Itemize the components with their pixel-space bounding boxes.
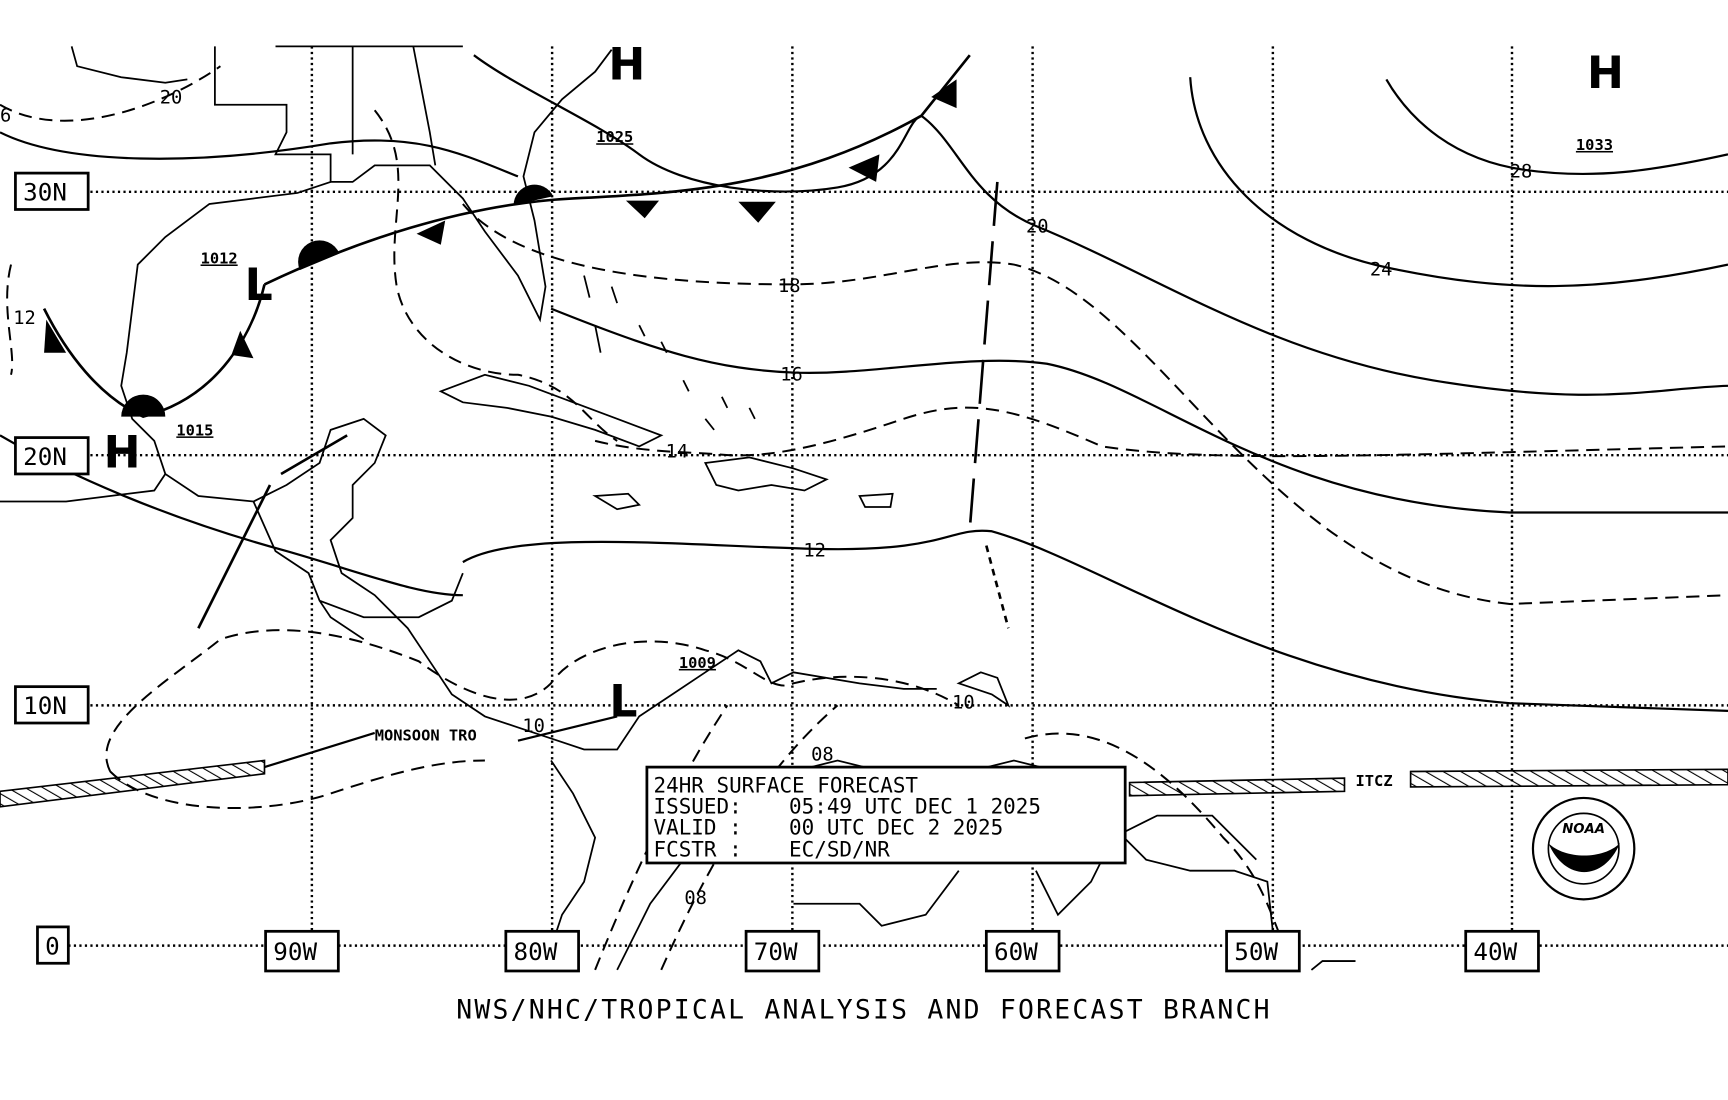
svg-text:NOAA: NOAA (1562, 822, 1605, 837)
low-center-symbol: L (609, 676, 637, 727)
isobar-label: 6 (0, 105, 11, 126)
forecast-info-box: 24HR SURFACE FORECAST ISSUED: 05:49 UTC … (645, 765, 1127, 865)
lon-label-70w: 70W (754, 937, 798, 966)
forecaster-label: FCSTR : (654, 837, 742, 861)
itcz-label: ITCZ (1356, 772, 1393, 790)
lon-label-80w: 80W (514, 937, 558, 966)
forecaster: EC/SD/NR (789, 837, 890, 861)
latitude-labels: 30N 20N 10N 0 (14, 171, 90, 965)
lon-label-40w: 40W (1473, 937, 1517, 966)
product-title: 24HR SURFACE FORECAST (654, 773, 919, 797)
high-center-symbol: H (104, 427, 141, 478)
valid-label: VALID : (654, 815, 742, 839)
isobar-label: 24 (1370, 260, 1393, 281)
isobar-label: 10 (522, 716, 545, 737)
issued-time: 05:49 UTC DEC 1 2025 (789, 794, 1041, 818)
longitude-labels: 90W 80W 70W 60W 50W 40W (264, 929, 1540, 973)
coastlines (0, 45, 1356, 971)
monsoon-trough-label: MONSOON TRO (375, 727, 477, 745)
isobar-label: 08 (684, 888, 707, 909)
high-center-symbol: H (1587, 48, 1624, 99)
fronts (42, 54, 1010, 629)
isobar-label: 16 (780, 364, 803, 385)
isobar-label: 20 (160, 88, 183, 109)
footer-credit: NWS/NHC/TROPICAL ANALYSIS AND FORECAST B… (456, 994, 1271, 1025)
pressure-centers: H 1015 L 1012 H 1025 H 1033 L 1009 (104, 39, 1624, 727)
lon-label-60w: 60W (994, 937, 1038, 966)
isobar-label: 20 (1026, 217, 1049, 238)
lat-label-0: 0 (45, 931, 60, 960)
itcz-bands: MONSOON TRO ITCZ (0, 715, 1728, 808)
lat-label-30n: 30N (23, 178, 67, 207)
lon-label-50w: 50W (1234, 937, 1278, 966)
isobar-labels: 20 6 12 18 16 14 12 10 10 08 08 20 24 28 (0, 88, 1532, 909)
valid-time: 00 UTC DEC 2 2025 (789, 815, 1003, 839)
isobar-label: 28 (1510, 162, 1533, 183)
pressure-value: 1012 (201, 249, 238, 267)
issued-label: ISSUED: (654, 794, 742, 818)
noaa-logo: NOAA (1531, 796, 1636, 901)
isobar-label: 12 (803, 541, 826, 562)
lat-label-10n: 10N (23, 691, 67, 720)
lon-label-90w: 90W (273, 937, 317, 966)
pressure-value: 1009 (679, 654, 716, 672)
isobar-label: 14 (666, 441, 689, 462)
isobar-label: 12 (13, 308, 36, 329)
high-center-symbol: H (608, 39, 645, 90)
isobar-label: 08 (811, 744, 834, 765)
pressure-value: 1033 (1576, 136, 1613, 154)
isobar-label: 10 (952, 693, 975, 714)
low-center-symbol: L (245, 260, 273, 311)
pressure-value: 1015 (176, 421, 213, 439)
isobar-label: 18 (778, 276, 801, 297)
lat-label-20n: 20N (23, 442, 67, 471)
pressure-value: 1025 (596, 128, 633, 146)
